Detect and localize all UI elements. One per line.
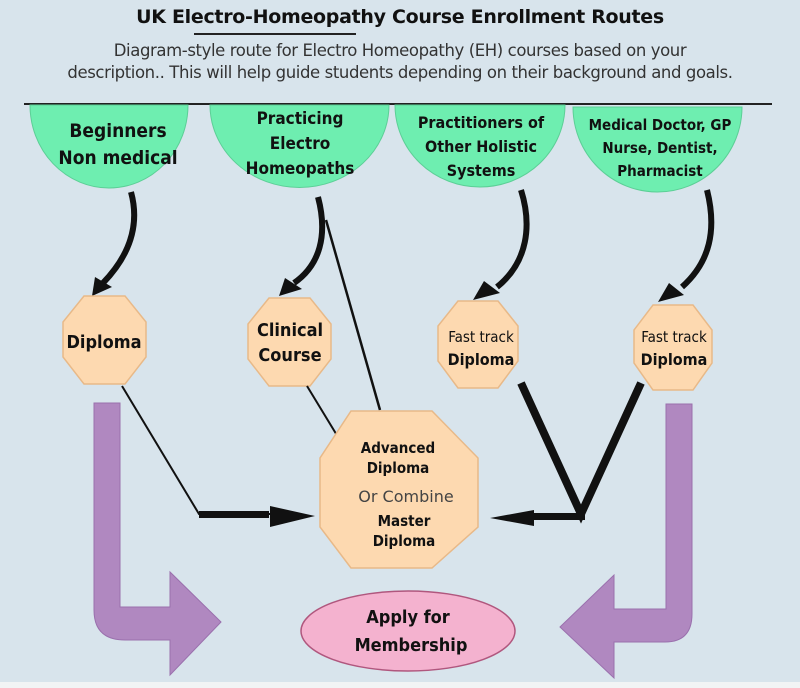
edge-beginners-to-diploma [100, 191, 138, 286]
edge-practicing-to-advanced [324, 219, 382, 411]
audience-medical[interactable]: Medical Doctor, GP Nurse, Dentist, Pharm… [572, 106, 743, 193]
audience-label-line: Electro [270, 134, 331, 154]
course-label-line: Diploma [66, 332, 141, 353]
page-title: UK Electro-Homeopathy Course Enrollment … [136, 6, 664, 28]
advanced-label-line: Diploma [373, 532, 436, 550]
page-subtitle: Diagram-style route for Electro Homeopat… [0, 40, 800, 84]
course-clinical[interactable]: Clinical Course [247, 297, 332, 387]
course-label-line: Fast track [641, 328, 707, 346]
course-label-line: Diploma [448, 350, 515, 369]
audience-practicing-eh[interactable]: Practicing Electro Homeopaths [209, 104, 390, 188]
advanced-or-combine: Or Combine [358, 487, 453, 506]
arrowhead-icon [658, 283, 684, 302]
advanced-label-line: Advanced [361, 439, 435, 457]
header-divider [24, 103, 772, 105]
audience-label-line: Practicing [257, 109, 344, 129]
course-fast-track-2[interactable]: Fast track Diploma [633, 304, 713, 391]
course-fast-track-1[interactable]: Fast track Diploma [437, 300, 519, 389]
audience-label-line: Systems [447, 161, 516, 180]
audience-label-line: Other Holistic [425, 137, 537, 156]
subtitle-line-1: Diagram-style route for Electro Homeopat… [113, 41, 687, 60]
arrowhead-icon [490, 510, 534, 526]
course-label-line: Clinical [257, 320, 323, 341]
advanced-label-line: Master [378, 512, 431, 530]
arrowhead-icon [270, 506, 315, 527]
course-label-line: Fast track [448, 328, 514, 346]
edge-medical-to-fasttrack-2 [679, 189, 715, 290]
edge-practicing-to-clinical [292, 196, 326, 286]
membership-label-line: Apply for [366, 607, 450, 628]
bottom-border [0, 682, 800, 688]
edge-holistic-to-fasttrack-1 [495, 189, 530, 290]
audience-holistic[interactable]: Practitioners of Other Holistic Systems [394, 104, 566, 188]
subtitle-line-2: description.. This will help guide stude… [67, 63, 733, 82]
arrow-shaft [530, 513, 585, 520]
title-underline [194, 33, 356, 35]
audience-label-line: Beginners [69, 120, 166, 142]
audience-label-line: Medical Doctor, GP [589, 116, 732, 134]
audience-label-line: Non medical [58, 147, 177, 169]
arrowhead-icon [92, 277, 112, 296]
route-arrow-right-to-membership [559, 403, 693, 680]
audience-label-line: Homeopaths [246, 159, 355, 179]
arrowhead-icon [279, 278, 302, 296]
edge-fasttracks-to-advanced [517, 381, 645, 524]
arrow-shaft [199, 511, 269, 518]
membership-label-line: Membership [355, 635, 468, 656]
audience-label-line: Nurse, Dentist, [602, 139, 717, 157]
audience-beginners[interactable]: Beginners Non medical [29, 104, 189, 189]
edge-diploma-to-advanced [121, 385, 272, 515]
audience-label-line: Practitioners of [418, 113, 545, 132]
course-advanced-master[interactable]: Advanced Diploma Or Combine Master Diplo… [319, 410, 479, 569]
course-diploma[interactable]: Diploma [62, 295, 147, 385]
course-label-line: Diploma [641, 350, 708, 369]
edge-clinical-to-advanced [306, 385, 339, 438]
advanced-label-line: Diploma [367, 459, 430, 477]
arrowhead-icon [473, 281, 500, 300]
audience-label-line: Pharmacist [617, 162, 703, 180]
membership-node[interactable]: Apply for Membership [300, 590, 516, 672]
route-arrow-left-to-membership [93, 402, 222, 677]
course-label-line: Course [258, 345, 321, 366]
